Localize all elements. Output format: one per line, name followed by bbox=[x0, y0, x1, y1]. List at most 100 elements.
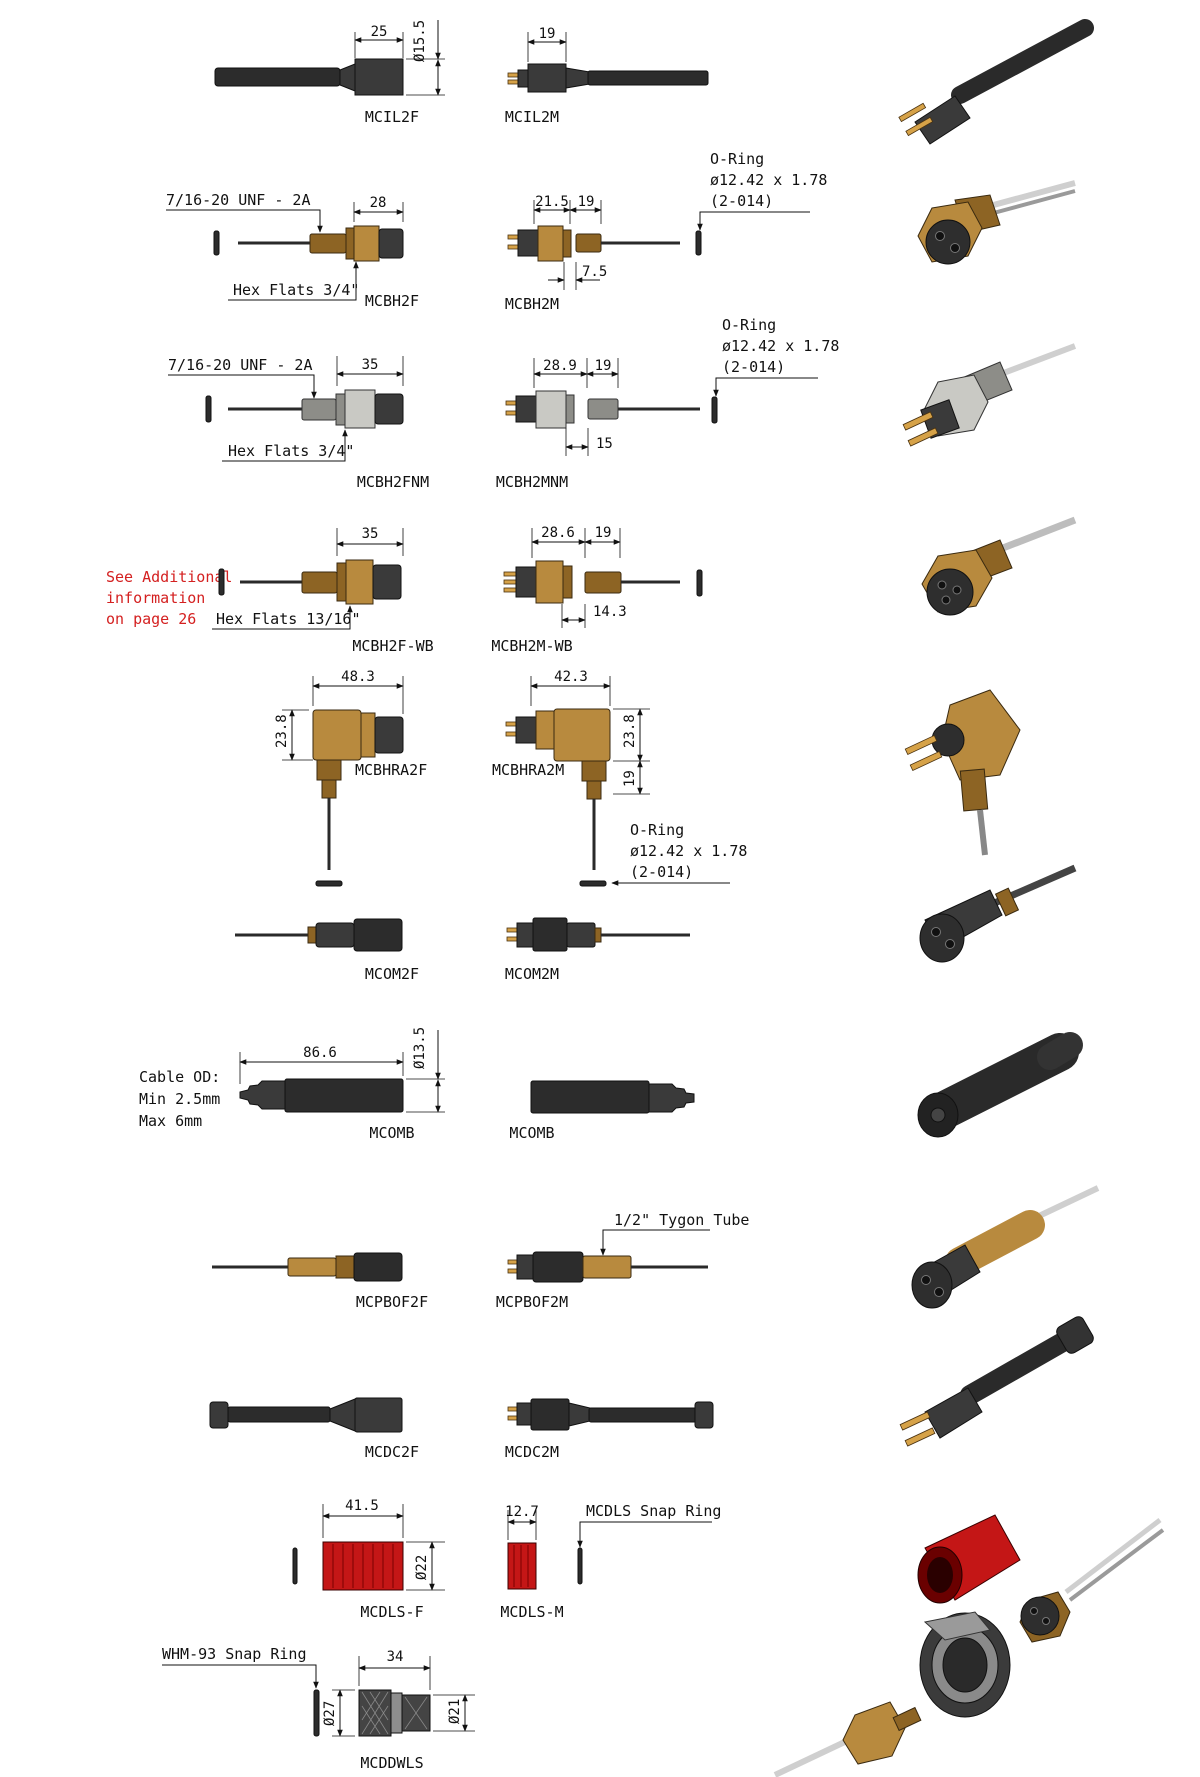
dim-mcbhra2m-length: 42.3 bbox=[554, 669, 588, 685]
dim-mcdls-f-length: 41.5 bbox=[345, 1498, 379, 1514]
dim-mcddwls-outer: 27 bbox=[322, 1701, 338, 1718]
oring-line3-row3: (2-014) bbox=[722, 358, 785, 376]
mcdc2f-drawing: MCDC2F bbox=[209, 1397, 419, 1461]
oring-line3-row5: (2-014) bbox=[630, 863, 693, 881]
dim-mcbh2m-wb-thread: 14.3 bbox=[593, 604, 627, 620]
mcil2f-drawing: 25 Ø15.5 MCIL2F bbox=[214, 20, 445, 126]
dim-mcbhra2m-stem: 19 bbox=[622, 770, 638, 787]
mcom2-3d-view bbox=[919, 864, 1077, 963]
dim-mcil2f-length: 25 bbox=[371, 24, 388, 40]
thread-spec-mcbh2f: 7/16-20 UNF - 2A bbox=[166, 191, 311, 209]
part-label-mcdls-m: MCDLS-M bbox=[500, 1603, 563, 1621]
mcbh2m-wb-drawing: 28.6 19 14.3 MCBH2M-WB bbox=[491, 525, 703, 655]
row-mcpbof2: MCPBOF2F 1/2" Tygon Tube MCPBOF2M bbox=[212, 1185, 1100, 1311]
oring-line1-row5: O-Ring bbox=[630, 821, 684, 839]
row-mcomb: Cable OD: Min 2.5mm Max 6mm 86.6 Ø13.5 M… bbox=[139, 1027, 1083, 1142]
row-mcddwls: 34 Ø27 Ø21 WHM-93 Snap Ring MCDDWLS bbox=[162, 1518, 1165, 1777]
dim-mcdls-m-length: 12.7 bbox=[505, 1504, 539, 1520]
part-label-mcomb-right: MCOMB bbox=[509, 1124, 554, 1142]
mcil2m-drawing: 19 MCIL2M bbox=[505, 26, 709, 126]
part-label-mcdc2f: MCDC2F bbox=[365, 1443, 419, 1461]
dia-symbol: Ø bbox=[412, 1060, 428, 1069]
part-label-mcil2f: MCIL2F bbox=[365, 108, 419, 126]
dia-symbol: Ø bbox=[322, 1717, 338, 1726]
row-mcom2: MCOM2F MCOM2M bbox=[235, 864, 1077, 983]
mcomb-3d-view bbox=[917, 1032, 1083, 1138]
mcbh2nm-3d-view bbox=[902, 343, 1077, 447]
mcom2m-drawing: MCOM2M bbox=[505, 917, 690, 983]
svg-text:Ø13.5: Ø13.5 bbox=[412, 1027, 428, 1069]
mcddwls-drawing: 34 Ø27 Ø21 WHM-93 Snap Ring MCDDWLS bbox=[162, 1645, 475, 1772]
part-label-mcddwls: MCDDWLS bbox=[360, 1754, 423, 1772]
thread-spec-mcbh2fnm: 7/16-20 UNF - 2A bbox=[168, 356, 313, 374]
dim-mcbh2m-thread: 7.5 bbox=[582, 264, 607, 280]
part-label-mcom2m: MCOM2M bbox=[505, 965, 559, 983]
mcdc2-3d-view bbox=[899, 1316, 1094, 1447]
svg-text:Ø22: Ø22 bbox=[414, 1555, 430, 1580]
oring-line1-row3: O-Ring bbox=[722, 316, 776, 334]
part-label-mcpbof2f: MCPBOF2F bbox=[356, 1293, 428, 1311]
row-mcbhra2: 48.3 23.8 MCBHRA2F 42.3 23.8 19 MCBHRA2M… bbox=[274, 669, 1021, 887]
mcbh2fnm-drawing: 7/16-20 UNF - 2A 35 Hex Flats 3/4" MCBH2… bbox=[168, 356, 429, 491]
oring-line1: O-Ring bbox=[710, 150, 764, 168]
dim-mcbh2f-wb-length: 35 bbox=[362, 526, 379, 542]
tube-note: 1/2" Tygon Tube bbox=[614, 1211, 749, 1229]
oring-line2-row3: ø12.42 x 1.78 bbox=[722, 337, 839, 355]
mcomb-right-drawing: MCOMB bbox=[509, 1080, 695, 1142]
dim-mcbh2m-wb-body: 28.6 bbox=[541, 525, 575, 541]
dim-mcbhra2m-height: 23.8 bbox=[622, 714, 638, 748]
see-note-line2: information bbox=[106, 589, 205, 607]
mcbhra2-3d-view bbox=[904, 689, 1021, 856]
mcbh2f-drawing: 7/16-20 UNF - 2A 28 Hex Flats 3/4" MCBH2… bbox=[166, 191, 419, 310]
cable-od-line3: Max 6mm bbox=[139, 1112, 202, 1130]
snap-ring-note: MCDLS Snap Ring bbox=[586, 1502, 721, 1520]
hex-spec-mcbh2f: Hex Flats 3/4" bbox=[233, 281, 359, 299]
dim-mcdls-f-dia: 22 bbox=[414, 1555, 430, 1572]
see-note-line3: on page 26 bbox=[106, 610, 196, 628]
dia-symbol: Ø bbox=[447, 1715, 463, 1724]
mcbhra2f-drawing: 48.3 23.8 MCBHRA2F bbox=[274, 669, 427, 887]
mcpbof2m-drawing: 1/2" Tygon Tube MCPBOF2M bbox=[496, 1211, 750, 1311]
dim-mcbh2f-length: 28 bbox=[370, 195, 387, 211]
dim-mcil2m-length: 19 bbox=[539, 26, 556, 42]
dim-mcomb-length: 86.6 bbox=[303, 1045, 337, 1061]
dim-mcbh2mnm-thread: 15 bbox=[596, 436, 613, 452]
see-note-line1: See Additional bbox=[106, 568, 232, 586]
dim-mcbh2m-tail: 19 bbox=[578, 194, 595, 210]
dim-mcbh2mnm-tail: 19 bbox=[595, 358, 612, 374]
mcom2f-drawing: MCOM2F bbox=[235, 918, 419, 983]
mcddwls-3d-view bbox=[773, 1518, 1165, 1777]
dim-mcbh2mnm-body: 28.9 bbox=[543, 358, 577, 374]
part-label-mcbhra2m: MCBHRA2M bbox=[492, 761, 564, 779]
mcdc2m-drawing: MCDC2M bbox=[505, 1398, 714, 1461]
part-label-mcil2m: MCIL2M bbox=[505, 108, 559, 126]
mcpbof2f-drawing: MCPBOF2F bbox=[212, 1252, 428, 1311]
row-mcbh2-wb: See Additional information on page 26 35… bbox=[106, 516, 1077, 655]
mcil2-3d-view bbox=[898, 19, 1094, 145]
hex-spec-mcbh2f-wb: Hex Flats 13/16" bbox=[216, 610, 361, 628]
svg-text:Ø15.5: Ø15.5 bbox=[412, 20, 428, 62]
row-mcbh2nm: 7/16-20 UNF - 2A 35 Hex Flats 3/4" MCBH2… bbox=[168, 316, 1077, 491]
part-label-mcbh2f-wb: MCBH2F-WB bbox=[352, 637, 433, 655]
dim-mcbhra2f-height: 23.8 bbox=[274, 714, 290, 748]
dim-mcil2f-dia: 15.5 bbox=[412, 20, 428, 54]
row-mcbh2: 7/16-20 UNF - 2A 28 Hex Flats 3/4" MCBH2… bbox=[166, 150, 1076, 313]
mcdls-3d-view bbox=[917, 1514, 1021, 1604]
oring-line3: (2-014) bbox=[710, 192, 773, 210]
svg-text:Ø21: Ø21 bbox=[447, 1699, 463, 1724]
hex-spec-mcbh2fnm: Hex Flats 3/4" bbox=[228, 442, 354, 460]
row-mcdc2: MCDC2F MCDC2M bbox=[209, 1316, 1094, 1461]
cable-od-line2: Min 2.5mm bbox=[139, 1090, 220, 1108]
part-label-mcbh2fnm: MCBH2FNM bbox=[357, 473, 429, 491]
part-label-mcbh2f: MCBH2F bbox=[365, 292, 419, 310]
mcdls-m-drawing: 12.7 MCDLS Snap Ring MCDLS-M bbox=[500, 1502, 721, 1621]
row-mcdls: 41.5 Ø22 MCDLS-F 12.7 MCDLS Snap Ring MC… bbox=[292, 1498, 1021, 1621]
mcbh2-wb-3d-view bbox=[921, 516, 1077, 616]
part-label-mcbh2mnm: MCBH2MNM bbox=[496, 473, 568, 491]
dim-mcbhra2f-length: 48.3 bbox=[341, 669, 375, 685]
mcbh2mnm-drawing: 28.9 19 15 O-Ring ø12.42 x 1.78 (2-014) … bbox=[496, 316, 840, 491]
mcomb-left-drawing: 86.6 Ø13.5 MCOMB bbox=[239, 1027, 445, 1142]
dim-mcomb-dia: 13.5 bbox=[412, 1027, 428, 1061]
dim-mcbh2m-body: 21.5 bbox=[535, 194, 569, 210]
